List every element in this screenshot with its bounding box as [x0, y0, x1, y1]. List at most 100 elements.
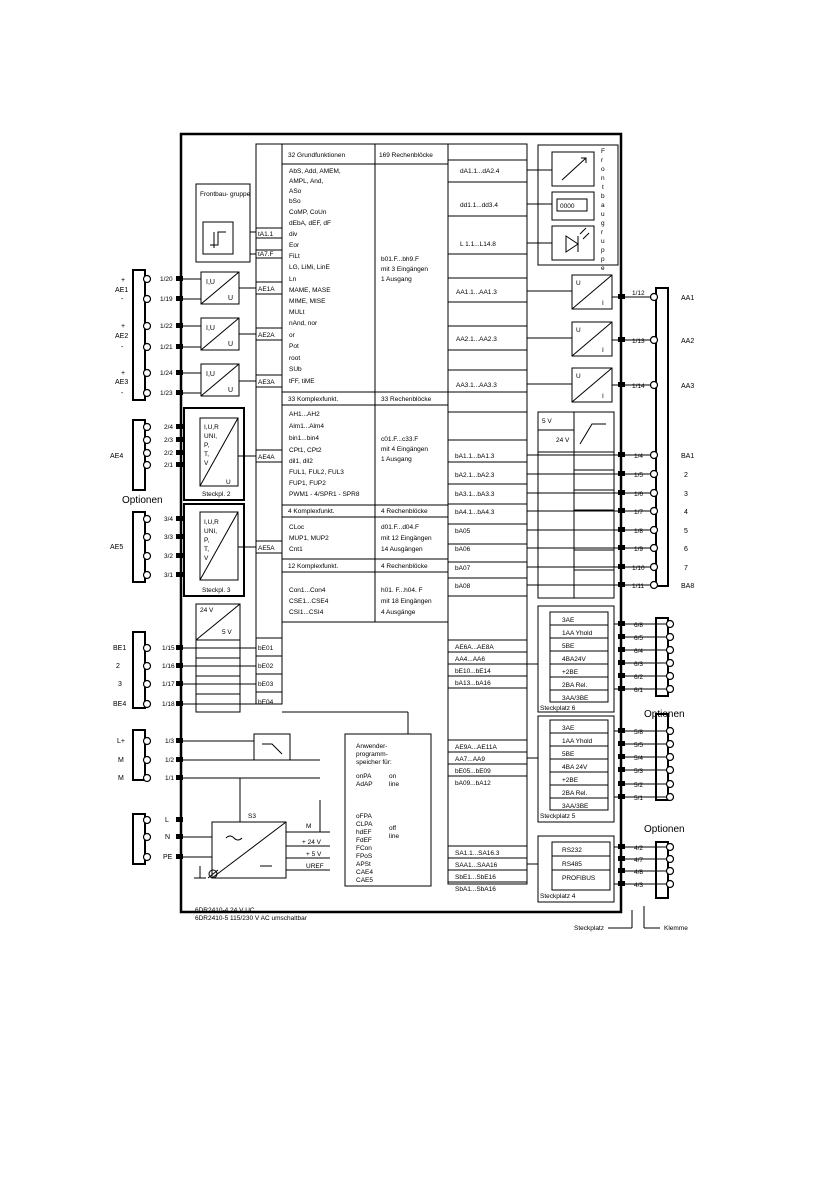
komplex33-header: 33 Komplexfunkt.	[288, 396, 338, 403]
slot5-pin: 5/4	[634, 755, 643, 762]
anwender-off: APSt	[356, 861, 371, 868]
ba-pin: 1/6	[634, 491, 643, 498]
front-letter: b	[601, 193, 605, 200]
function-area	[255, 143, 528, 885]
komplex12-rb-line: h01. F...h04. F	[381, 587, 423, 594]
output-signal: AA2.1...AA2.3	[456, 336, 497, 343]
slot4-title: Steckplatz 4	[540, 893, 576, 900]
iur-line: T,	[204, 451, 209, 458]
komplex33-rb-line: 1 Ausgang	[381, 456, 412, 463]
aa2-pin: 1/13	[632, 338, 645, 345]
ae1-pin1: 1/20	[160, 276, 173, 283]
slot4-pin: 4/8	[634, 869, 643, 876]
iur-line: P,	[204, 442, 209, 449]
iu-label: I,U	[206, 279, 215, 286]
ba-label: 6	[684, 546, 688, 553]
lplus-label: L+	[117, 738, 125, 745]
slot5-item: 1AA Yhold	[562, 738, 593, 745]
slot5-pin: 5/3	[634, 768, 643, 775]
aa2-label: AA2	[681, 338, 694, 345]
komplex33-rb-header: 33 Rechenblöcke	[381, 396, 432, 403]
be3-pin: 1/17	[162, 681, 175, 688]
slot6-pin: 6/3	[634, 661, 643, 668]
front-letter: r	[601, 229, 604, 236]
rechenbloecke-line: 1 Ausgang	[381, 276, 412, 283]
s3-label: S3	[248, 813, 256, 820]
komplex12-header: 12 Komplexfunkt.	[288, 563, 338, 570]
analog-input-converters	[183, 271, 245, 713]
komplex-item: Con1...Con4	[289, 587, 326, 594]
u-out-label: U	[576, 327, 581, 334]
function-item: dEbA, dEF, dF	[289, 220, 331, 227]
ae3-minus: -	[121, 390, 124, 397]
be1-pin: 1/15	[162, 645, 175, 652]
right-terminal-strips	[655, 287, 669, 899]
iur-line: V	[204, 555, 209, 562]
m2-label: M	[118, 775, 124, 782]
ae2-minus: -	[121, 344, 124, 351]
u-out-label: U	[576, 280, 581, 287]
anwender-on: AdAP	[356, 781, 373, 788]
function-item: Ln	[289, 276, 297, 283]
slot6-pin: 6/4	[634, 648, 643, 655]
grundfunktionen-header: 32 Grundfunktionen	[288, 152, 345, 159]
ba-label: BA1	[681, 453, 694, 460]
rechenbloecke-header: 169 Rechenblöcke	[379, 152, 433, 159]
signal-label: AE1A	[258, 286, 275, 293]
signal-label: AE4A	[258, 454, 275, 461]
p5-label: + 5 V	[306, 851, 322, 858]
komplex-item: MUP1, MUP2	[289, 535, 329, 542]
ae2-pin1: 1/22	[160, 323, 173, 330]
slot-signal: AE6A...AE8A	[455, 644, 494, 651]
iu-label: I,U	[206, 371, 215, 378]
function-item: ASo	[289, 188, 302, 195]
iu-label: I,U	[206, 325, 215, 332]
anwender-off: CAE5	[356, 877, 373, 884]
be2-pin: 1/16	[162, 663, 175, 670]
anwender-memory	[282, 711, 432, 887]
legend-klemme: Klemme	[664, 925, 688, 932]
be1-label: BE1	[113, 645, 126, 652]
ba-label: 7	[684, 565, 688, 572]
slot4-pin: 4/3	[634, 882, 643, 889]
function-item: FiLt	[289, 253, 300, 260]
komplex-item: dil1, dil2	[289, 458, 313, 465]
slot5-item: +2BE	[562, 777, 579, 784]
komplex-item: CSE1...CSE4	[289, 598, 329, 605]
anwender-off: CLPA	[356, 821, 373, 828]
ba-pin: 1/4	[634, 453, 643, 460]
v5-out-label: 5 V	[542, 418, 552, 425]
signal-label: bE01	[258, 645, 274, 652]
output-signal: AA1.1...AA1.3	[456, 289, 497, 296]
ae1-label: AE1	[115, 287, 128, 294]
komplex-item: FUP1, FUP2	[289, 480, 326, 487]
signal-label: bE02	[258, 663, 274, 670]
komplex-item: PWM1 - 4/SPR1 - SPR8	[289, 491, 360, 498]
output-signal: bA05	[455, 528, 471, 535]
output-signal: bA1.1...bA1.3	[455, 453, 495, 460]
aa1-label: AA1	[681, 295, 694, 302]
anwender-line: speicher für:	[356, 759, 392, 766]
signal-label: tA7.F	[258, 251, 274, 258]
slot5-item: 5BE	[562, 751, 575, 758]
ae4-pin: 2/2	[164, 450, 173, 457]
komplex4-rb-line: 14 Ausgängen	[381, 546, 423, 553]
output-signal: dA1.1...dA2.4	[460, 168, 500, 175]
left-terminal-circles	[142, 274, 152, 862]
l-label: L	[165, 817, 169, 824]
anwender-off-state: off	[389, 825, 396, 832]
be3-label: 3	[118, 681, 122, 688]
front-letter: F	[601, 148, 605, 155]
slot5-item: 4BA 24V	[562, 764, 588, 771]
slot6-item: 5BE	[562, 643, 575, 650]
anwender-on-state: on	[389, 773, 397, 780]
steckplatz6-block	[537, 605, 615, 713]
ae3-pin1: 1/24	[160, 370, 173, 377]
lplus-pin: 1/3	[165, 738, 174, 745]
slot6-item: 1AA Yhold	[562, 630, 593, 637]
anwender-off: FdEF	[356, 837, 372, 844]
legend-steckplatz: Steckplatz	[574, 925, 604, 932]
signal-label: tA1.1	[258, 231, 274, 238]
slot6-item: 2BA Rel.	[562, 682, 587, 689]
